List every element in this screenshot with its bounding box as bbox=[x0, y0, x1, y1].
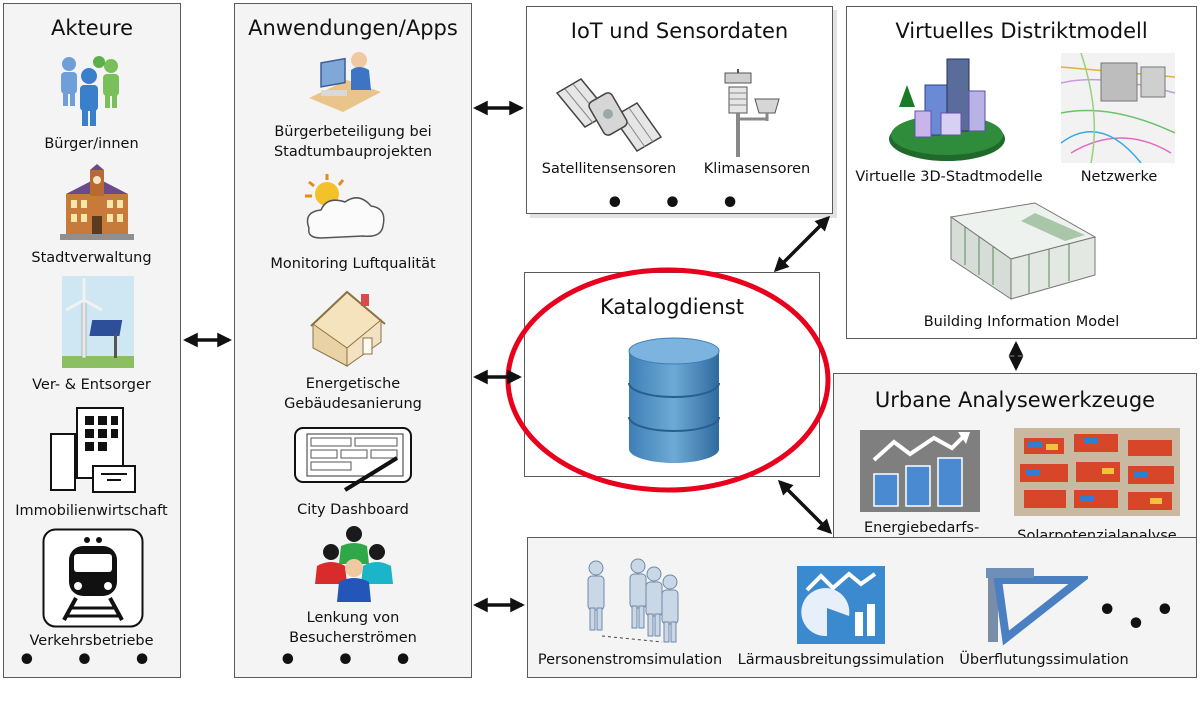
citizens-icon bbox=[61, 56, 119, 126]
app-label: Energetische Gebäudesanierung bbox=[284, 376, 422, 412]
arrow-catalog-district bbox=[773, 215, 831, 273]
analysis-title: Urbane Analysewerkzeuge bbox=[874, 388, 1156, 412]
iot-title: IoT und Sensordaten bbox=[570, 19, 789, 43]
train-icon bbox=[42, 528, 144, 628]
district-label: Building Information Model bbox=[923, 314, 1120, 330]
simulation-label: Überflutungssimulation bbox=[959, 652, 1129, 668]
actor-label: Verkehrsbetriebe bbox=[29, 633, 154, 649]
app-label: City Dashboard bbox=[297, 502, 409, 518]
noise-chart-icon bbox=[797, 566, 885, 644]
iot-label: Satellitensensoren bbox=[541, 161, 677, 177]
buildings-icon bbox=[50, 407, 136, 493]
weather-station-icon bbox=[724, 69, 780, 157]
network-map-icon bbox=[1061, 53, 1175, 163]
catalog-title: Katalogdienst bbox=[600, 295, 744, 319]
district-title: Virtuelles Distriktmodell bbox=[895, 19, 1148, 43]
database-icon bbox=[628, 337, 720, 463]
bar-chart-icon bbox=[860, 430, 980, 512]
actor-label: Stadtverwaltung bbox=[31, 250, 152, 266]
iot-panel: IoT und Sensordaten Satellitensensoren K… bbox=[526, 6, 833, 221]
app-label: Bürgerbeteiligung bei Stadtumbauprojekte… bbox=[273, 124, 433, 160]
house-icon bbox=[310, 290, 386, 367]
ruler-triangle-icon bbox=[986, 568, 1088, 646]
actor-label: Immobilienwirtschaft bbox=[15, 503, 168, 519]
more-dots: • • • bbox=[278, 643, 427, 678]
more-dots: • • • bbox=[605, 186, 754, 221]
satellite-icon bbox=[555, 78, 663, 152]
more-dots: • • • bbox=[17, 643, 166, 678]
app-label: Lenkung von Besucherströmen bbox=[289, 610, 417, 646]
district-label: Netzwerke bbox=[1080, 169, 1158, 185]
actor-label: Bürger/innen bbox=[44, 136, 139, 152]
district-label: Virtuelle 3D-Stadtmodelle bbox=[855, 169, 1043, 185]
bim-icon bbox=[949, 202, 1097, 300]
actor-label: Ver- & Entsorger bbox=[32, 377, 151, 393]
catalog-panel: Katalogdienst bbox=[524, 272, 820, 477]
simulation-label: Lärmausbreitungssimulation bbox=[737, 652, 945, 668]
iot-label: Klimasensoren bbox=[703, 161, 811, 177]
actors-title: Akteure bbox=[50, 16, 134, 40]
people-group-icon bbox=[315, 526, 393, 602]
sun-cloud-icon bbox=[305, 174, 385, 239]
district-panel: Virtuelles Distriktmodell Virtuelle 3D-S… bbox=[846, 6, 1197, 339]
apps-panel: Anwendungen/Apps Bürgerbeteiligung bei S… bbox=[234, 3, 472, 678]
app-label: Monitoring Luftqualität bbox=[270, 256, 436, 272]
actors-panel: Akteure Bürger/innen Stadtverwaltung Ver… bbox=[3, 3, 181, 678]
apps-title: Anwendungen/Apps bbox=[248, 16, 458, 40]
computer-user-icon bbox=[309, 52, 381, 112]
solar-map-icon bbox=[1014, 428, 1180, 516]
simulation-label: Personenstromsimulation bbox=[537, 652, 723, 668]
arrow-catalog-analysis bbox=[777, 479, 833, 535]
town-hall-icon bbox=[60, 164, 134, 240]
wind-turbine-icon bbox=[62, 276, 134, 368]
city-3d-icon bbox=[889, 58, 1005, 161]
pedestrians-icon bbox=[587, 558, 679, 643]
simulation-panel: Personenstromsimulation Lärmausbreitungs… bbox=[527, 537, 1197, 678]
more-dots: • • • bbox=[1097, 593, 1189, 642]
tablet-pen-icon bbox=[294, 427, 412, 492]
